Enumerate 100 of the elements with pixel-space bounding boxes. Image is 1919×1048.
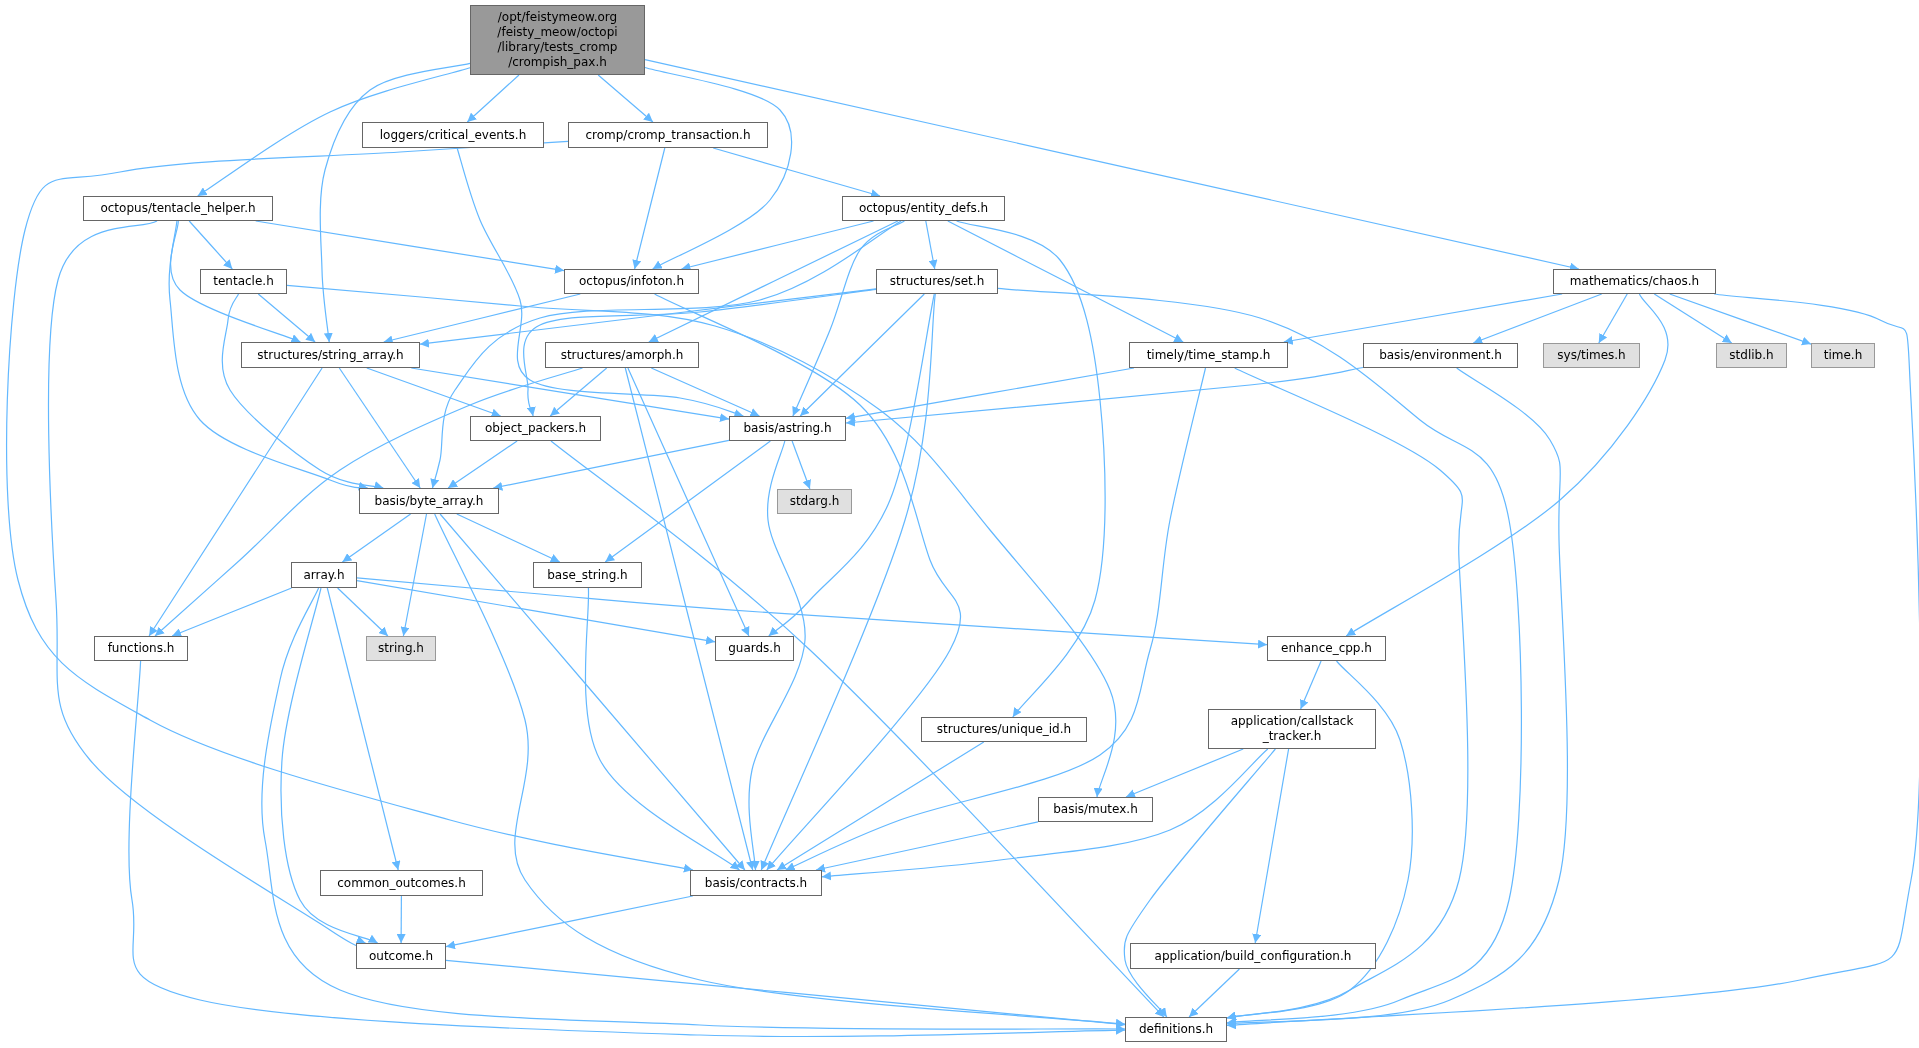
- arrow: [1300, 660, 1322, 710]
- arrow: [1226, 660, 1413, 1021]
- arrow: [604, 440, 771, 563]
- arrow: [171, 587, 293, 637]
- arrow: [337, 587, 389, 637]
- arrow: [821, 748, 1269, 881]
- arrow: [815, 821, 1039, 873]
- arrow: [400, 513, 428, 637]
- arrow: [341, 513, 412, 563]
- arrow: [128, 660, 1126, 1038]
- arrow: [799, 293, 925, 417]
- header-file-box: cromp/cromp_transaction.h: [568, 122, 768, 148]
- header-file-box: application/callstack _tracker.h: [1208, 709, 1376, 749]
- arrow: [456, 513, 561, 563]
- header-file-box: functions.h: [94, 636, 188, 661]
- system-header-box: string.h: [366, 636, 436, 661]
- arrow: [523, 288, 877, 417]
- arrow: [356, 577, 1268, 649]
- arrow: [356, 580, 716, 645]
- header-file-box: structures/amorph.h: [545, 342, 699, 368]
- arrow: [1252, 748, 1290, 944]
- arrow: [947, 220, 1184, 343]
- header-file-box: structures/string_array.h: [241, 342, 420, 368]
- arrow: [1472, 293, 1603, 344]
- arrow: [654, 293, 962, 871]
- system-header-box: time.h: [1811, 343, 1875, 368]
- arrow: [286, 284, 1117, 798]
- header-file-box: enhance_cpp.h: [1267, 636, 1386, 661]
- header-file-box: basis/byte_array.h: [359, 488, 499, 514]
- header-file-box: basis/environment.h: [1363, 343, 1518, 368]
- arrow: [257, 293, 316, 343]
- arrow: [792, 220, 905, 417]
- arrow: [925, 220, 938, 270]
- arrow: [791, 440, 811, 490]
- arrow: [650, 367, 760, 417]
- arrow: [445, 959, 1126, 1029]
- arrow: [956, 220, 1106, 718]
- arrow: [1226, 293, 1919, 1030]
- arrow: [624, 367, 755, 871]
- header-file-box: common_outcomes.h: [320, 870, 483, 896]
- arrow: [492, 439, 730, 491]
- arrow: [188, 220, 233, 270]
- arrow: [748, 440, 806, 871]
- system-header-box: sys/times.h: [1543, 343, 1640, 368]
- arrow: [148, 367, 323, 637]
- arrow: [1123, 748, 1276, 1018]
- header-file-box: octopus/tentacle_helper.h: [83, 196, 273, 221]
- arrow: [1188, 968, 1240, 1018]
- arrow: [154, 367, 584, 637]
- arrow: [466, 74, 520, 123]
- root-file-box: /opt/feistymeow.org /feisty_meow/octopi /library/tests_cromp /crompish_pax.h: [470, 5, 645, 75]
- arrow: [338, 367, 421, 489]
- arrow: [47, 220, 367, 948]
- header-file-box: octopus/infoton.h: [564, 269, 699, 294]
- header-file-box: basis/astring.h: [729, 416, 846, 441]
- arrow: [456, 147, 744, 418]
- arrow: [366, 367, 502, 418]
- arrow: [1125, 748, 1244, 798]
- arrow: [768, 293, 935, 637]
- arrow: [280, 587, 379, 944]
- arrow: [549, 367, 608, 417]
- arrow: [648, 220, 899, 343]
- header-file-box: guards.h: [715, 636, 794, 661]
- header-file-box: object_packers.h: [470, 416, 601, 441]
- arrow: [396, 895, 406, 944]
- header-file-box: array.h: [291, 562, 357, 588]
- arrow: [597, 74, 654, 123]
- arrow: [1345, 293, 1669, 637]
- arrow: [6, 140, 694, 873]
- arrow: [170, 220, 301, 343]
- arrow: [1598, 293, 1628, 344]
- header-file-box: timely/time_stamp.h: [1129, 342, 1288, 368]
- arrow: [326, 587, 401, 871]
- arrow: [439, 513, 746, 871]
- header-file-box: structures/unique_id.h: [921, 717, 1087, 742]
- header-file-box: loggers/critical_events.h: [362, 122, 544, 148]
- header-file-box: tentacle.h: [200, 269, 287, 294]
- header-file-box: octopus/entity_defs.h: [842, 196, 1005, 221]
- arrow: [1653, 293, 1733, 344]
- arrow: [550, 440, 1165, 1018]
- arrow: [627, 367, 750, 637]
- system-header-box: stdarg.h: [777, 489, 852, 514]
- header-file-box: basis/mutex.h: [1038, 797, 1153, 822]
- arrow: [644, 66, 793, 270]
- header-file-box: definitions.h: [1125, 1017, 1227, 1042]
- arrow: [447, 440, 518, 489]
- arrow: [785, 367, 1207, 871]
- arrow: [632, 147, 666, 270]
- arrow: [319, 62, 471, 343]
- arrow: [419, 288, 877, 348]
- arrow: [1226, 367, 1568, 1028]
- header-file-box: mathematics/chaos.h: [1553, 269, 1716, 294]
- arrow: [845, 366, 1364, 427]
- header-file-box: outcome.h: [356, 943, 446, 969]
- arrow: [776, 741, 985, 871]
- arrow: [760, 293, 936, 871]
- arrow: [712, 147, 881, 198]
- arrow: [197, 67, 471, 197]
- header-file-box: basis/contracts.h: [690, 870, 822, 896]
- arrow: [430, 220, 902, 489]
